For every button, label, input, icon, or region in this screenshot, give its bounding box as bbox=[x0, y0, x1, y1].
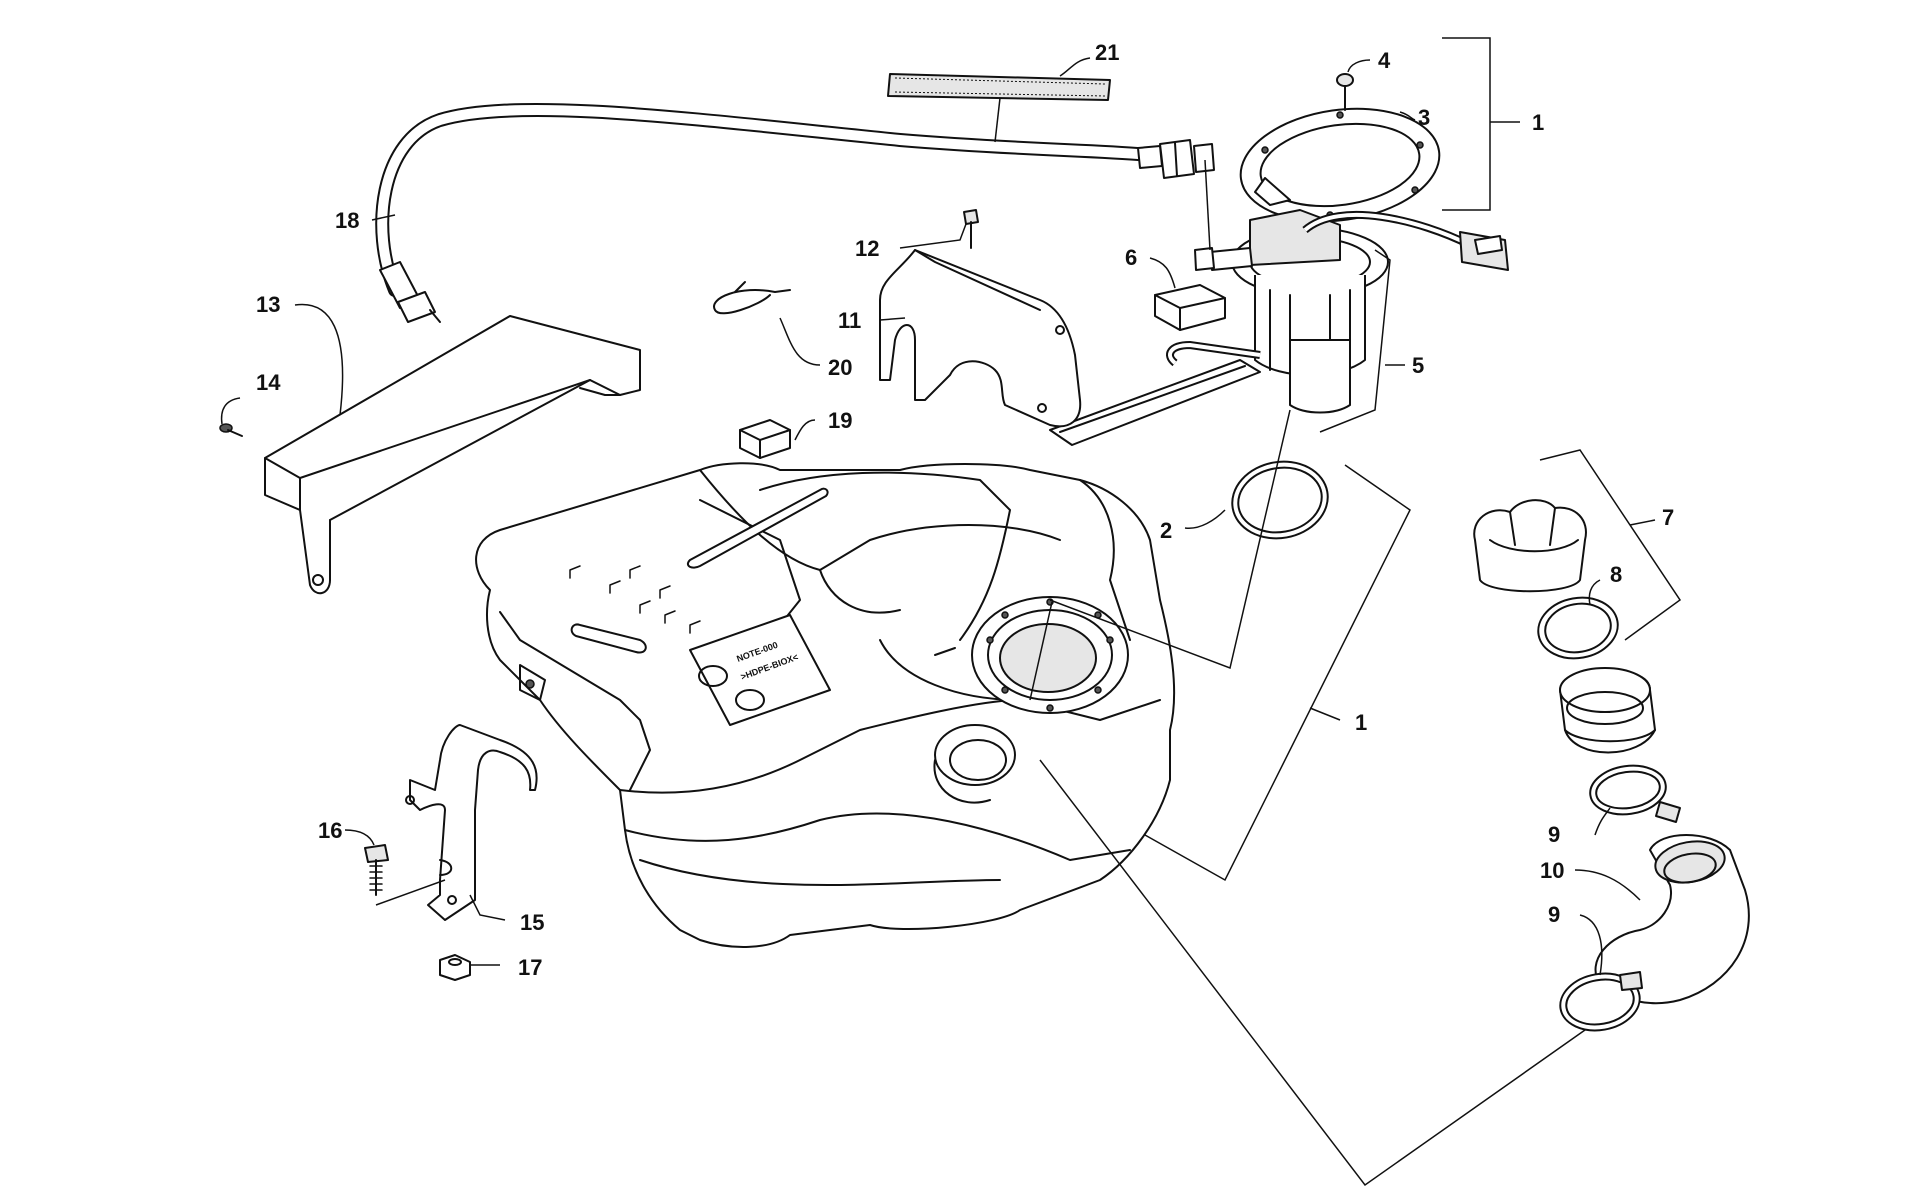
callout-9-upper: 9 bbox=[1548, 822, 1560, 847]
hose-sleeve bbox=[887, 73, 1111, 101]
filler-adapter bbox=[1559, 667, 1656, 754]
screw-part-4 bbox=[1336, 73, 1354, 111]
bolt-part-16 bbox=[364, 844, 389, 896]
callout-6: 6 bbox=[1125, 245, 1137, 270]
screw-part-14 bbox=[219, 423, 243, 437]
nut-part-17 bbox=[439, 954, 471, 981]
fuel-hose bbox=[375, 102, 1215, 323]
callout-15: 15 bbox=[520, 910, 544, 935]
callout-19: 19 bbox=[828, 408, 852, 433]
callout-17: 17 bbox=[518, 955, 542, 980]
bolt-part-12 bbox=[963, 209, 979, 249]
hose-clamp-part-20 bbox=[713, 281, 791, 315]
fuel-tank: NOTE-000 >HDPE-BIOX< bbox=[475, 462, 1176, 948]
mount-bracket-part-15 bbox=[405, 724, 538, 921]
leader-lines bbox=[220, 37, 1682, 1187]
callout-20: 20 bbox=[828, 355, 852, 380]
callout-18: 18 bbox=[335, 208, 359, 233]
callout-3: 3 bbox=[1418, 105, 1430, 130]
callout-2: 2 bbox=[1160, 518, 1172, 543]
callout-13: 13 bbox=[256, 292, 280, 317]
fuel-pump-assembly bbox=[1049, 209, 1509, 446]
callout-4: 4 bbox=[1378, 48, 1391, 73]
retainer-ring bbox=[1239, 107, 1441, 223]
hose-clamp-lower bbox=[1559, 971, 1643, 1032]
filler-hose bbox=[1594, 834, 1750, 1005]
pad-part-19 bbox=[739, 419, 791, 459]
callout-9-lower: 9 bbox=[1548, 902, 1560, 927]
bracket-part-11 bbox=[879, 249, 1082, 428]
callout-7: 7 bbox=[1662, 505, 1674, 530]
pump-gasket bbox=[1231, 460, 1329, 540]
callout-5: 5 bbox=[1412, 353, 1424, 378]
callout-12: 12 bbox=[855, 236, 879, 261]
fuel-cap bbox=[1473, 499, 1587, 593]
heat-shield bbox=[264, 315, 641, 595]
hose-clamp-upper bbox=[1589, 764, 1681, 823]
fuel-sender-block bbox=[1154, 284, 1226, 331]
callout-11: 11 bbox=[838, 308, 861, 333]
callout-1-tank: 1 bbox=[1355, 710, 1367, 735]
callout-10: 10 bbox=[1540, 858, 1564, 883]
callout-16: 16 bbox=[318, 818, 342, 843]
callout-8: 8 bbox=[1610, 562, 1622, 587]
callout-labels: 1 1 2 3 4 5 6 7 8 9 9 10 11 12 13 14 15 … bbox=[256, 40, 1674, 980]
cap-seal-ring bbox=[1537, 596, 1619, 660]
callout-21: 21 bbox=[1095, 40, 1119, 65]
callout-1-pump-kit: 1 bbox=[1532, 110, 1544, 135]
callout-14: 14 bbox=[256, 370, 281, 395]
